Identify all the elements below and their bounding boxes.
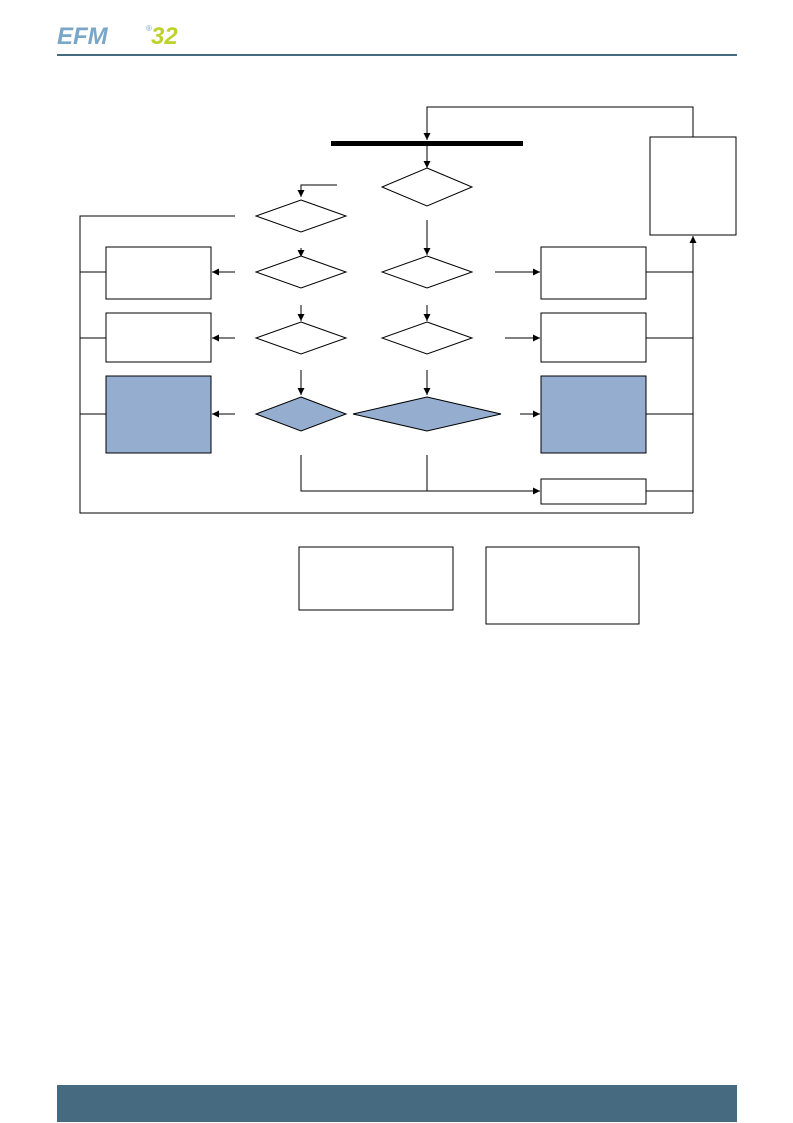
- logo-efm-text: EFM: [57, 23, 109, 50]
- efm32-logo-graphic: EFM ® 32: [57, 23, 178, 50]
- decision-right-3: [380, 321, 474, 355]
- decision-top: [380, 167, 474, 207]
- box-right-1: [540, 246, 647, 300]
- footer-bar: [57, 1085, 737, 1122]
- box-left-1: [105, 246, 212, 300]
- box-right-3-highlighted: [540, 375, 647, 454]
- logo-registered-mark: ®: [146, 24, 152, 33]
- decision-right-2: [380, 255, 474, 289]
- efm32-logo: EFM ® 32: [57, 20, 197, 52]
- decision-left-2: [254, 255, 348, 289]
- flowchart: [79, 106, 737, 625]
- box-right-4: [540, 478, 647, 505]
- connector-loop-top: [423, 106, 694, 140]
- connector-top-to-left: [297, 184, 337, 197]
- sync-bar: [331, 141, 523, 146]
- header-rule: [57, 54, 737, 56]
- box-left-3-highlighted: [105, 375, 212, 454]
- decision-right-4-highlighted: [352, 396, 502, 432]
- box-right-2: [540, 312, 647, 363]
- legend-box-2: [485, 546, 640, 625]
- decision-left-3: [254, 321, 348, 355]
- connector-left-bottom-merge: [300, 455, 540, 495]
- box-left-2: [105, 312, 212, 363]
- connector-left-return-loop: [79, 215, 693, 514]
- legend-box-1: [298, 546, 454, 611]
- decision-left-4-highlighted: [254, 396, 348, 432]
- decision-left-1: [254, 199, 348, 233]
- box-far-right: [649, 136, 737, 236]
- logo-32-text: 32: [151, 23, 178, 50]
